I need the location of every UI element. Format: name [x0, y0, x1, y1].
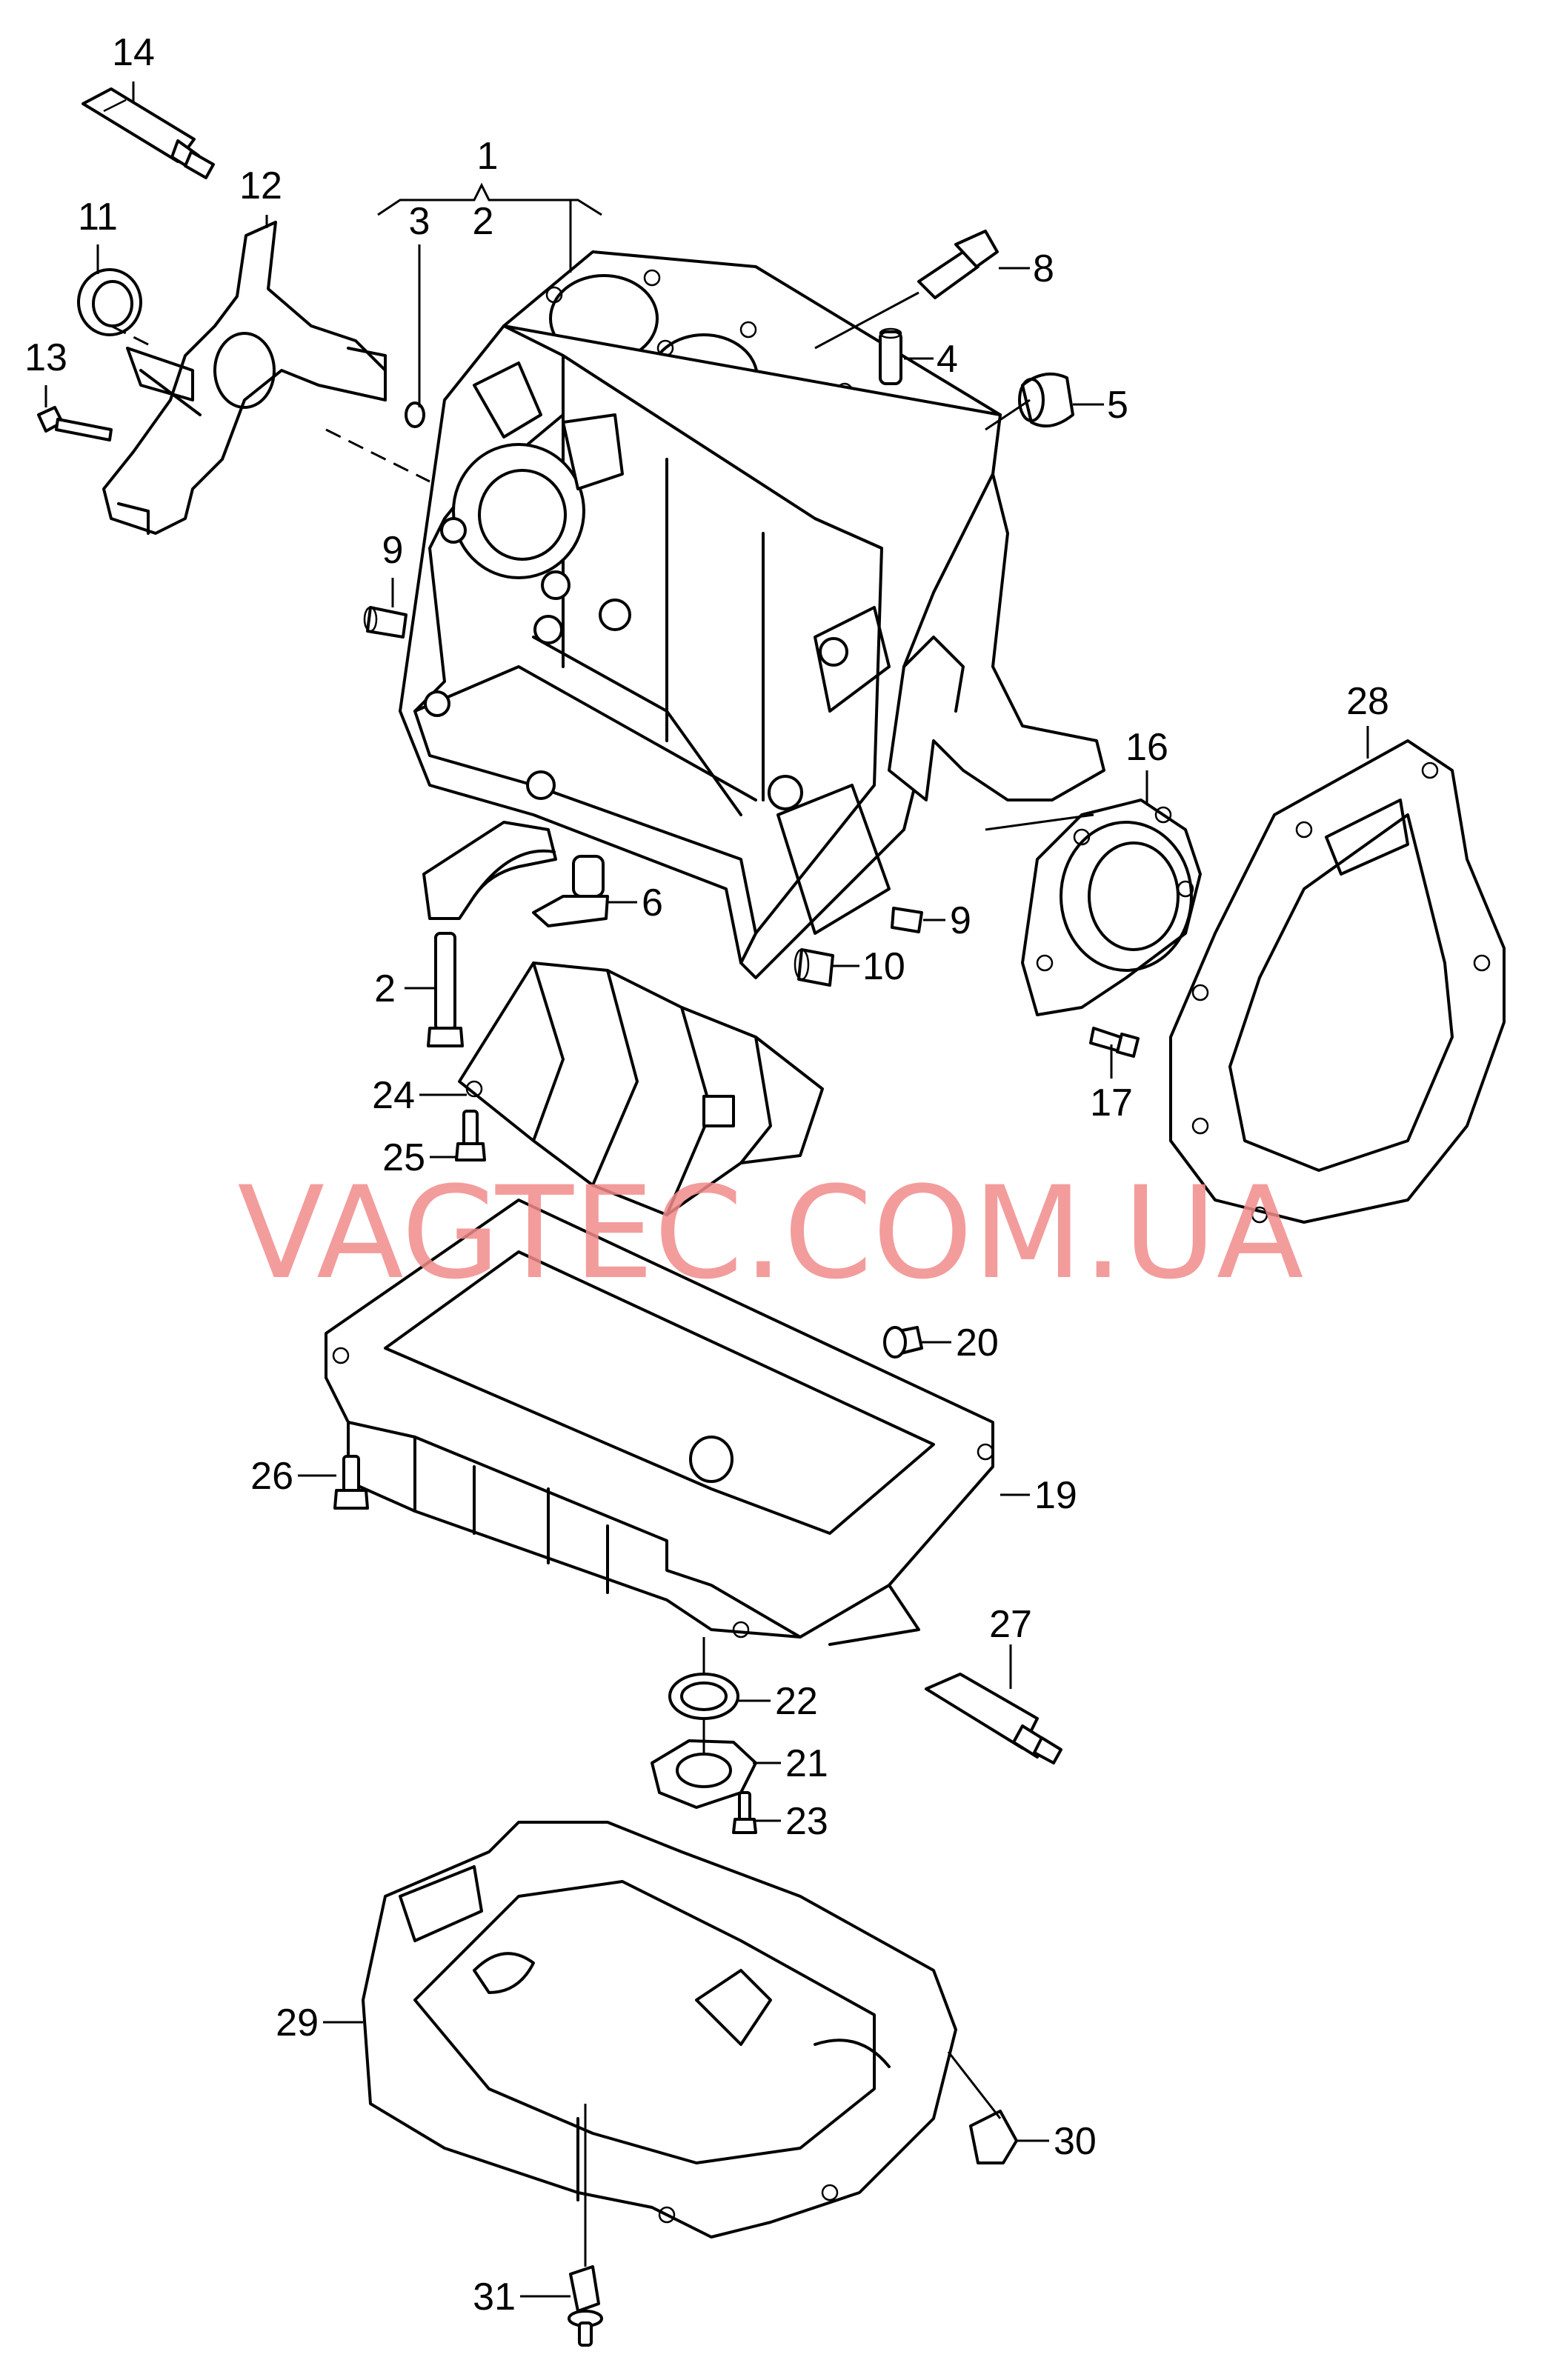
callout-19: 19	[1034, 1474, 1077, 1517]
callout-10: 10	[862, 945, 905, 988]
callout-11: 11	[78, 196, 118, 239]
part-14-sealant-tube	[82, 87, 215, 179]
callout-1: 1	[477, 135, 499, 178]
part-20-drain-plug	[883, 1326, 923, 1359]
callout-20: 20	[956, 1321, 999, 1364]
callout-29: 29	[276, 2001, 319, 2044]
part-29-lower-sump	[362, 1821, 957, 2239]
part-22-seal	[668, 1673, 739, 1720]
callout-24: 24	[372, 1074, 415, 1117]
part-11-seal-ring	[77, 268, 142, 336]
callout-28: 28	[1346, 680, 1389, 723]
callout-31: 31	[473, 2276, 516, 2319]
part-24-baffle	[458, 961, 824, 1216]
callout-2-bottom: 2	[374, 967, 396, 1010]
callout-16: 16	[1125, 726, 1168, 769]
part-5-plug	[1018, 372, 1074, 428]
part-12-bracket	[102, 221, 387, 535]
part-23-screw	[732, 1791, 757, 1834]
part-27-sealant-tube	[925, 1673, 1062, 1764]
callout-13: 13	[24, 336, 67, 379]
callout-2-top: 2	[473, 200, 494, 243]
part-30-clip	[969, 2110, 1018, 2164]
callout-14: 14	[112, 31, 155, 74]
callout-12: 12	[239, 164, 282, 207]
callout-5: 5	[1107, 384, 1128, 427]
callout-27: 27	[989, 1603, 1032, 1646]
callout-8: 8	[1033, 247, 1054, 290]
part-1-engine-block	[399, 250, 1105, 979]
part-31-fastener	[568, 2265, 603, 2347]
part-6-oil-jet	[532, 855, 609, 927]
callout-6: 6	[642, 881, 663, 924]
part-2-bearing-cap	[422, 821, 557, 920]
part-9-pin-left	[363, 606, 408, 639]
callout-9-left: 9	[382, 529, 404, 572]
part-2-bolt	[427, 932, 464, 1047]
callout-9-right: 9	[950, 899, 971, 942]
callout-17: 17	[1090, 1081, 1133, 1124]
callout-25: 25	[382, 1136, 425, 1179]
part-17-bolt	[1089, 1027, 1140, 1058]
watermark: VAGTEC.COM.UA	[237, 1159, 1303, 1307]
leader-lines	[44, 81, 1369, 2298]
callout-30: 30	[1054, 2120, 1097, 2163]
part-28-gasket	[1169, 739, 1506, 1224]
part-10-sleeve	[794, 948, 834, 987]
part-8-banjo-bolt	[917, 230, 999, 299]
part-9-pin-right	[891, 907, 923, 933]
callout-23: 23	[785, 1800, 828, 1843]
callout-labels: 14 11 12 13 1 2 3 8 4 5 9 6 9 10 2 24 25…	[24, 31, 1389, 2319]
part-26-bolt	[333, 1455, 369, 1510]
callout-21: 21	[785, 1742, 828, 1785]
part-21-sensor-flange	[651, 1739, 757, 1809]
part-25-bolt	[455, 1110, 486, 1161]
callout-26: 26	[250, 1455, 293, 1498]
part-16-seal-flange	[1021, 799, 1202, 1016]
callout-3: 3	[409, 200, 430, 243]
callout-22: 22	[775, 1680, 818, 1723]
part-3-o-ring	[405, 401, 425, 428]
part-4-dowel-pin	[879, 327, 902, 385]
part-13-bolt	[37, 406, 113, 441]
callout-4: 4	[937, 338, 958, 381]
